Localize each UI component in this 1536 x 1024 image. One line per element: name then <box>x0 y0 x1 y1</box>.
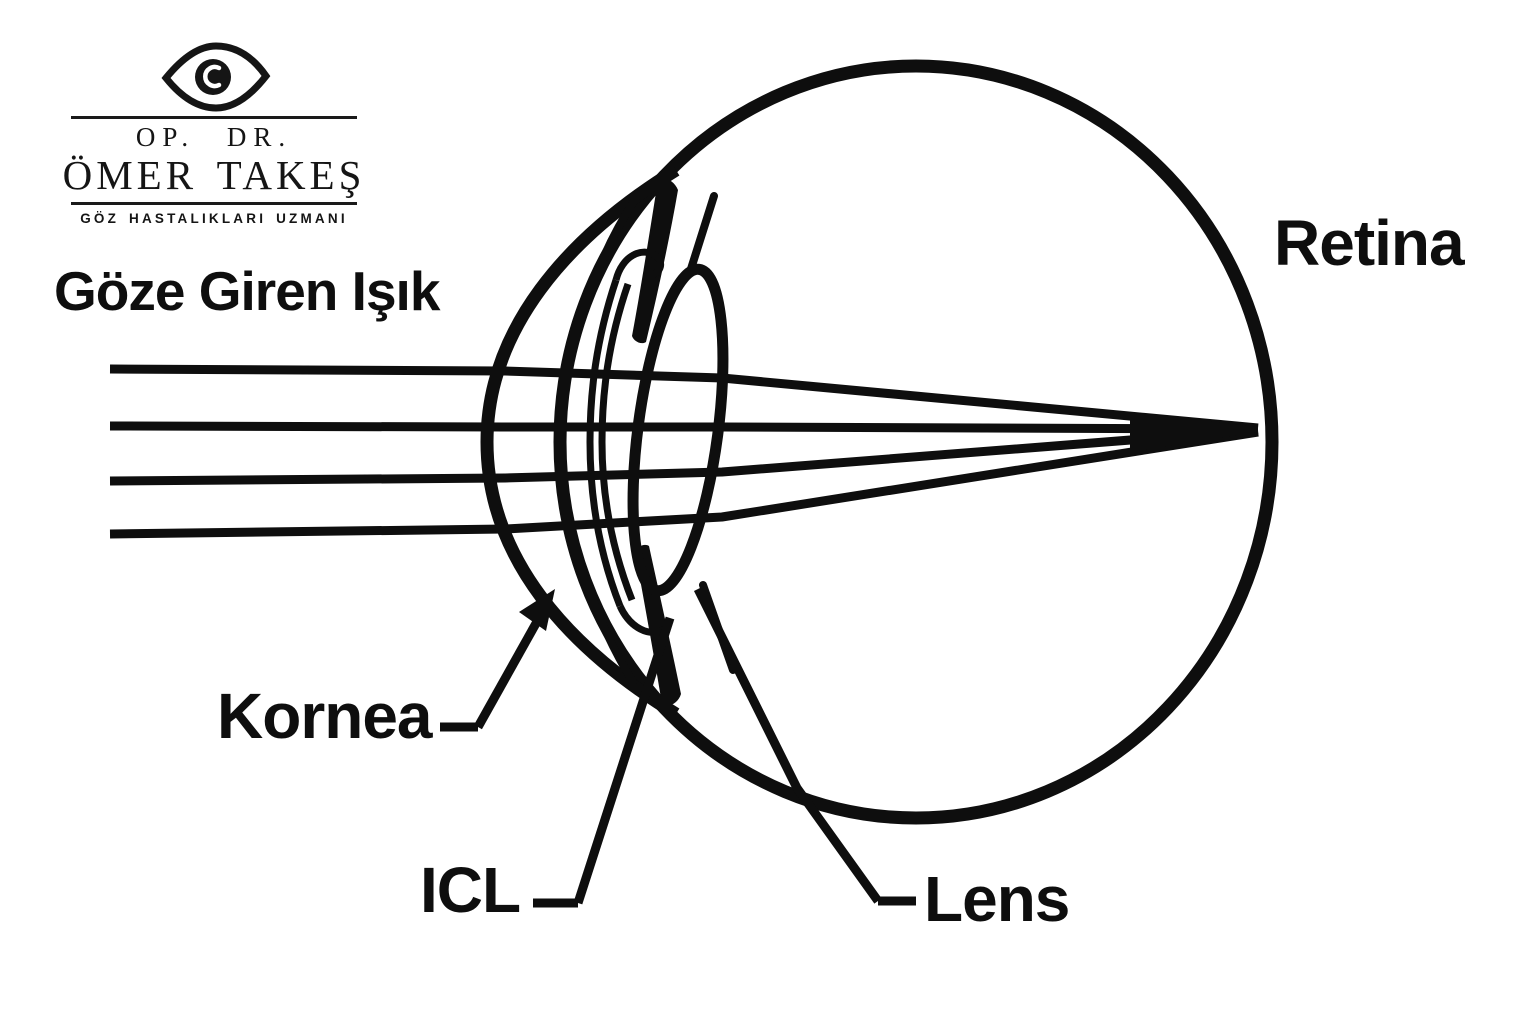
pupil-highlight-c <box>203 64 222 89</box>
light-ray-1 <box>109 364 1259 433</box>
logo-icon-spacer <box>161 40 267 112</box>
kornea-arrowhead <box>519 589 555 631</box>
light-ray-3 <box>109 425 1259 486</box>
icl-inner-arc <box>598 282 636 602</box>
logo-doctor-name: ÖMER TAKEŞ <box>62 152 366 198</box>
focus-wedge <box>1130 412 1258 452</box>
icl-outer-arc <box>586 278 624 608</box>
cornea-inner-mark-top <box>587 194 640 294</box>
lens-leader <box>693 586 916 906</box>
logo-divider-top <box>71 116 357 119</box>
logo-title-prefix: OP. DR. <box>135 122 293 152</box>
icl-top-hook <box>612 248 665 282</box>
icl-bottom-hook <box>616 604 666 636</box>
logo-subtitle: GÖZ HASTALIKLARI UZMANI <box>80 211 348 227</box>
clinic-logo: OP. DR. ÖMER TAKEŞ GÖZ HASTALIKLARI UZMA… <box>62 40 366 227</box>
light-ray-2 <box>109 421 1259 434</box>
iris-upper <box>632 178 678 344</box>
pupil <box>195 59 231 95</box>
kornea-leader <box>440 615 543 732</box>
cornea-inner-mark-bottom <box>586 588 637 686</box>
icl-leader <box>533 616 675 908</box>
cornea-label: Kornea <box>217 680 432 752</box>
eyeball-outline <box>553 59 1279 825</box>
eyelid-outline <box>161 42 271 112</box>
cornea-arc <box>480 164 680 720</box>
incoming-light-label: Göze Giren Işık <box>54 260 440 322</box>
zonule-top <box>686 192 718 276</box>
eye-logo-icon <box>161 42 271 112</box>
light-rays <box>109 364 1259 539</box>
lens-label: Lens <box>924 863 1070 935</box>
light-ray-4 <box>109 427 1259 539</box>
retina-label: Retina <box>1274 207 1465 279</box>
logo-divider-bottom <box>71 202 357 206</box>
icl-label: ICL <box>420 854 521 926</box>
